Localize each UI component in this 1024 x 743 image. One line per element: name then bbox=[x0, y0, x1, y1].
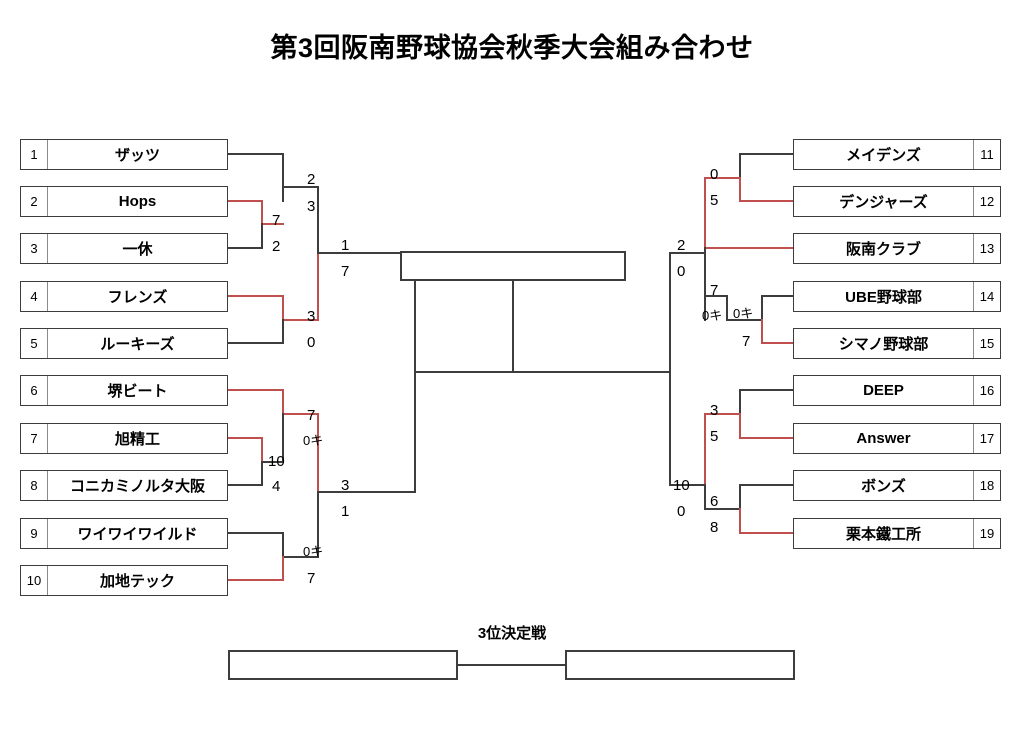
team-box-12[interactable]: 12 デンジャーズ bbox=[793, 186, 1001, 217]
score-label: 1 bbox=[341, 503, 350, 520]
team-box-14[interactable]: 14 UBE野球部 bbox=[793, 281, 1001, 312]
team-name-label: 阪南クラブ bbox=[845, 241, 921, 258]
score-label: 7 bbox=[742, 333, 751, 350]
team-name-label: メイデンズ bbox=[846, 147, 921, 164]
team-box-13[interactable]: 13 阪南クラブ bbox=[793, 233, 1001, 264]
team-name-label: 一休 bbox=[122, 241, 153, 258]
team-seed-number: 8 bbox=[21, 471, 48, 500]
team-seed-number: 5 bbox=[21, 329, 48, 358]
score-label: 7 bbox=[341, 263, 350, 280]
team-name-label: フレンズ bbox=[107, 289, 168, 306]
team-name-label: コニカミノルタ大阪 bbox=[69, 478, 205, 495]
team-box-7[interactable]: 7 旭精工 bbox=[20, 423, 228, 454]
team-seed-number: 1 bbox=[21, 140, 48, 169]
score-label: 0キ bbox=[702, 308, 723, 323]
team-name-label: 旭精工 bbox=[114, 431, 160, 448]
score-label: 7 bbox=[710, 282, 719, 299]
score-label: 0キ bbox=[733, 306, 754, 321]
score-label: 10 bbox=[673, 477, 690, 494]
team-name-label: デンジャーズ bbox=[839, 194, 928, 211]
team-name-label: 堺ビート bbox=[107, 383, 168, 400]
score-label: 6 bbox=[710, 493, 719, 510]
team-box-3[interactable]: 3 一休 bbox=[20, 233, 228, 264]
team-seed-number: 15 bbox=[973, 329, 1000, 358]
team-seed-number: 3 bbox=[21, 234, 48, 263]
score-label: 7 bbox=[307, 407, 316, 424]
team-box-17[interactable]: 17 Answer bbox=[793, 423, 1001, 454]
score-label: 3 bbox=[307, 198, 316, 215]
team-name-label: ボンズ bbox=[861, 478, 906, 495]
team-box-6[interactable]: 6 堺ビート bbox=[20, 375, 228, 406]
score-label: 3 bbox=[710, 402, 719, 419]
team-name-label: ルーキーズ bbox=[100, 336, 175, 353]
bracket-lines-left bbox=[227, 153, 514, 581]
third-place-right-box[interactable] bbox=[565, 650, 795, 680]
team-name-label: Answer bbox=[856, 430, 911, 447]
team-seed-number: 6 bbox=[21, 376, 48, 405]
team-name-label: シマノ野球部 bbox=[838, 336, 929, 353]
team-seed-number: 7 bbox=[21, 424, 48, 453]
score-label: 2 bbox=[272, 238, 281, 255]
score-label: 8 bbox=[710, 519, 719, 536]
team-seed-number: 2 bbox=[21, 187, 48, 216]
team-box-8[interactable]: 8 コニカミノルタ大阪 bbox=[20, 470, 228, 501]
team-name-label: Hops bbox=[118, 193, 157, 210]
score-label: 5 bbox=[710, 428, 719, 445]
team-seed-number: 12 bbox=[973, 187, 1000, 216]
team-name-label: UBE野球部 bbox=[845, 289, 922, 306]
team-seed-number: 13 bbox=[973, 234, 1000, 263]
third-place-title: 3位決定戦 bbox=[477, 625, 547, 642]
team-box-16[interactable]: 16 DEEP bbox=[793, 375, 1001, 406]
score-label: 0 bbox=[677, 263, 686, 280]
score-label: 0 bbox=[307, 334, 316, 351]
team-box-9[interactable]: 9 ワイワイワイルド bbox=[20, 518, 228, 549]
score-label: 1 bbox=[341, 237, 350, 254]
team-name-label: 加地テック bbox=[99, 573, 175, 590]
team-seed-number: 18 bbox=[973, 471, 1000, 500]
bracket-lines-right bbox=[512, 153, 794, 534]
team-box-19[interactable]: 19 栗本鐵工所 bbox=[793, 518, 1001, 549]
team-box-4[interactable]: 4 フレンズ bbox=[20, 281, 228, 312]
score-label: 0 bbox=[710, 166, 719, 183]
team-seed-number: 11 bbox=[973, 140, 1000, 169]
score-label: 2 bbox=[307, 171, 316, 188]
score-label: 0キ bbox=[303, 433, 324, 448]
team-box-1[interactable]: 1 ザッツ bbox=[20, 139, 228, 170]
score-label: 0 bbox=[677, 503, 686, 520]
score-label: 0キ bbox=[303, 544, 324, 559]
champion-box[interactable] bbox=[400, 251, 626, 281]
team-seed-number: 10 bbox=[21, 566, 48, 595]
team-seed-number: 4 bbox=[21, 282, 48, 311]
third-place-left-box[interactable] bbox=[228, 650, 458, 680]
team-box-2[interactable]: 2 Hops bbox=[20, 186, 228, 217]
score-label: 5 bbox=[710, 192, 719, 209]
score-label: 2 bbox=[677, 237, 686, 254]
score-label: 3 bbox=[307, 308, 316, 325]
team-box-10[interactable]: 10 加地テック bbox=[20, 565, 228, 596]
team-box-11[interactable]: 11 メイデンズ bbox=[793, 139, 1001, 170]
score-label: 4 bbox=[272, 478, 281, 495]
team-name-label: ワイワイワイルド bbox=[77, 526, 198, 543]
team-seed-number: 9 bbox=[21, 519, 48, 548]
team-name-label: 栗本鐵工所 bbox=[845, 526, 921, 543]
team-name-label: ザッツ bbox=[114, 147, 160, 164]
team-name-label: DEEP bbox=[863, 382, 904, 399]
score-label: 7 bbox=[272, 212, 281, 229]
score-label: 10 bbox=[268, 453, 285, 470]
page-title: 第3回阪南野球協会秋季大会組み合わせ bbox=[270, 33, 754, 63]
team-seed-number: 14 bbox=[973, 282, 1000, 311]
team-seed-number: 19 bbox=[973, 519, 1000, 548]
team-box-5[interactable]: 5 ルーキーズ bbox=[20, 328, 228, 359]
team-seed-number: 17 bbox=[973, 424, 1000, 453]
score-label: 7 bbox=[307, 570, 316, 587]
team-box-15[interactable]: 15 シマノ野球部 bbox=[793, 328, 1001, 359]
team-seed-number: 16 bbox=[973, 376, 1000, 405]
score-label: 3 bbox=[341, 477, 350, 494]
team-box-18[interactable]: 18 ボンズ bbox=[793, 470, 1001, 501]
